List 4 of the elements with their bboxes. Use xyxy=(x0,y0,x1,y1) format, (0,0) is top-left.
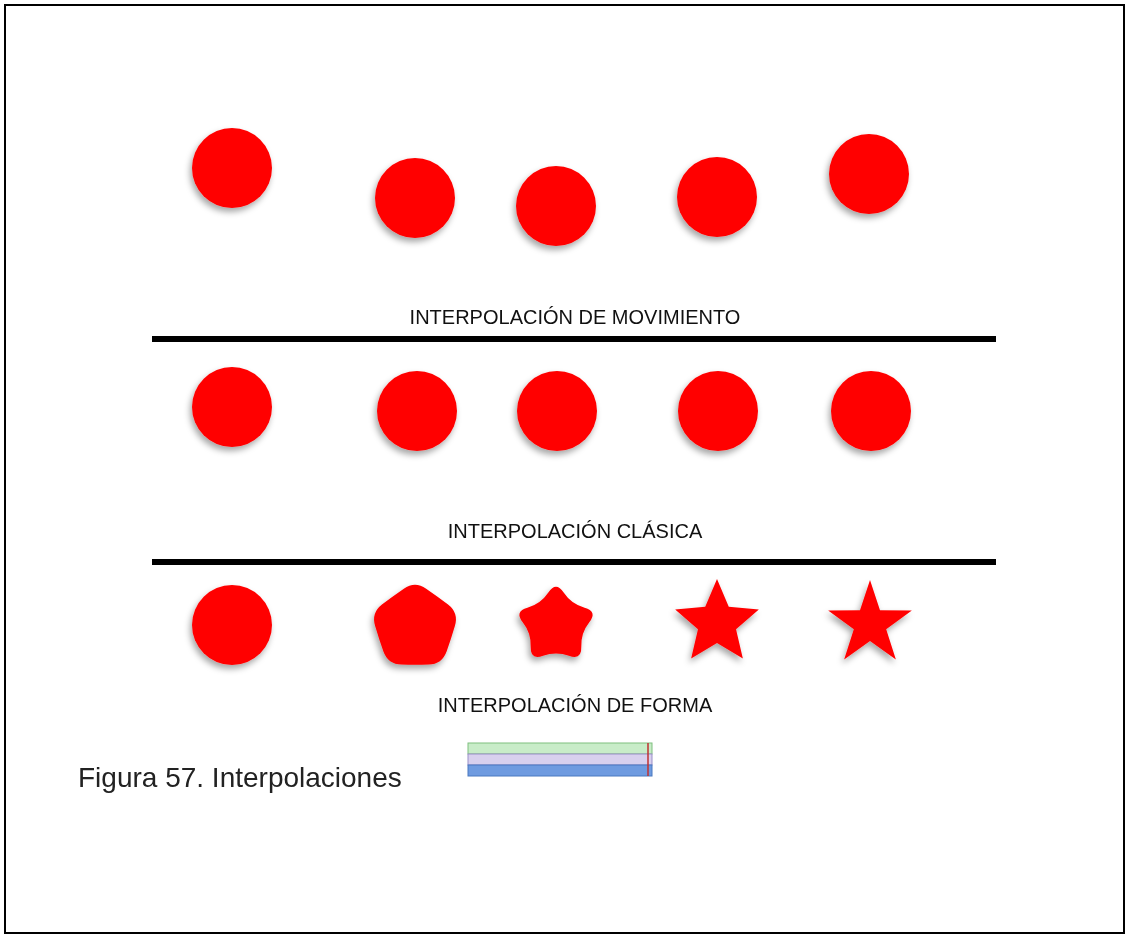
section-title: INTERPOLACIÓN DE FORMA xyxy=(437,694,713,717)
section-title: INTERPOLACIÓN DE MOVIMIENTO xyxy=(409,306,741,329)
figure-caption: Figura 57. Interpolaciones xyxy=(78,762,402,794)
section-title: INTERPOLACIÓN CLÁSICA xyxy=(447,520,703,543)
